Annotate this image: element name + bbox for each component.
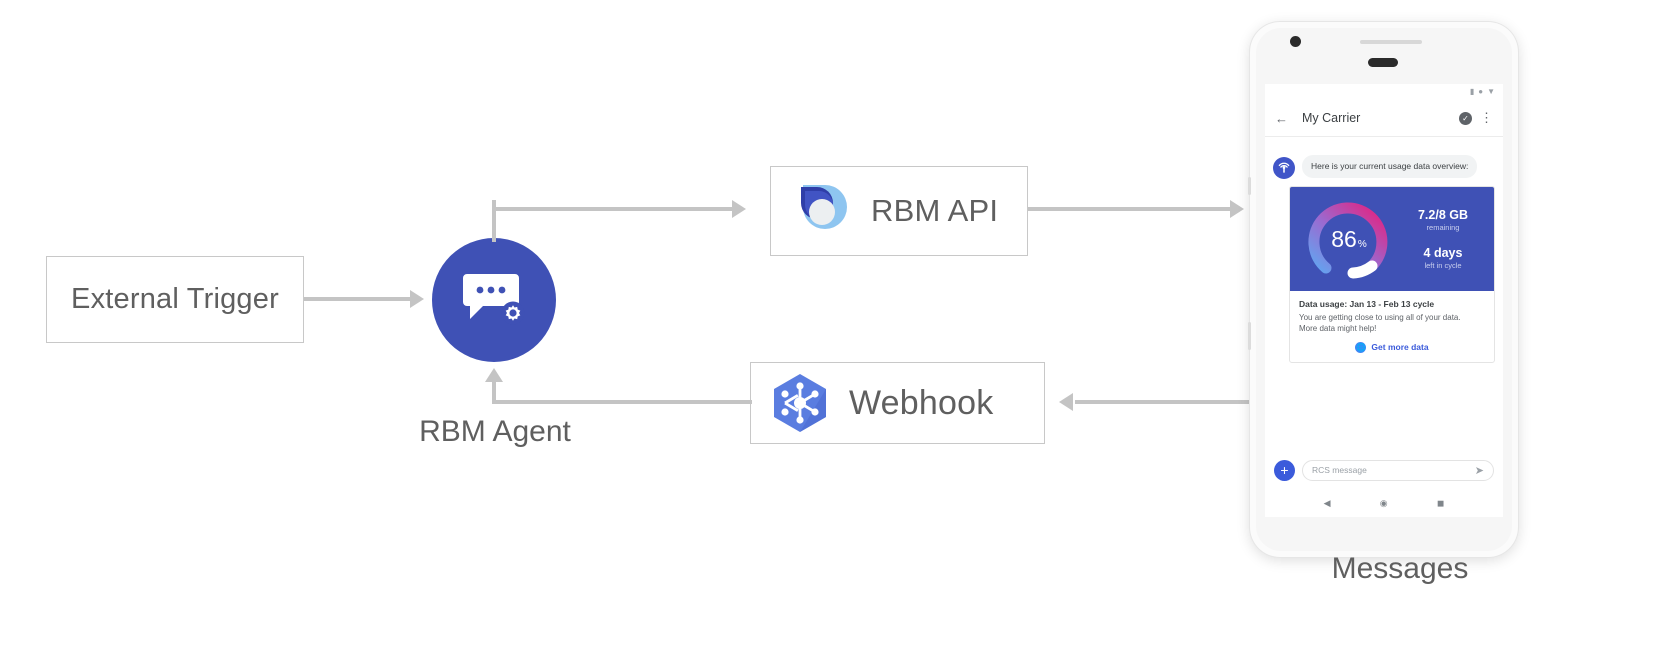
front-camera-icon (1290, 36, 1301, 47)
arrowhead-trigger-to-agent (410, 290, 424, 308)
card-description-line-1: You are getting close to using all of yo… (1299, 313, 1461, 322)
wifi-icon: ● (1478, 87, 1484, 96)
rbm-api-droplet-logo (797, 185, 847, 229)
cloud-functions-hexagon-icon (774, 374, 826, 432)
rbm-agent-label: RBM Agent (419, 415, 571, 448)
phone-button-power[interactable] (1248, 322, 1251, 350)
card-description: You are getting close to using all of yo… (1299, 312, 1485, 335)
phone-mockup: ▮ ● ▼ ← My Carrier ✓ ⋮ (1248, 22, 1518, 557)
plus-icon[interactable]: + (1274, 459, 1295, 481)
back-triangle-icon[interactable]: ◀ (1323, 497, 1331, 508)
card-body: Data usage: Jan 13 - Feb 13 cycle You ar… (1290, 291, 1494, 362)
message-composer: + RCS message ➤ (1265, 453, 1503, 487)
connector-webhook-to-agent (492, 400, 752, 404)
gauge-value-group: 86 % (1306, 196, 1392, 282)
arrowhead-agent-to-api (732, 200, 746, 218)
connector-phone-to-webhook (1075, 400, 1255, 404)
phone-button-volume[interactable] (1248, 177, 1251, 195)
gauge-percent-symbol: % (1357, 239, 1367, 250)
messages-label: Messages (1331, 552, 1469, 585)
app-bar: ← My Carrier ✓ ⋮ (1265, 100, 1503, 137)
conversation-title: My Carrier (1302, 111, 1361, 125)
card-title: Data usage: Jan 13 - Feb 13 cycle (1299, 299, 1435, 309)
connector-trigger-to-agent (304, 297, 410, 301)
usage-gauge: 86 % (1306, 196, 1392, 282)
gauge-percent-value: 86 (1331, 226, 1357, 252)
connector-agent-up (492, 200, 496, 242)
arrowhead-webhook-to-agent (485, 368, 503, 382)
node-rbm-api[interactable]: RBM API (770, 166, 1028, 256)
data-remaining-caption: remaining (1426, 222, 1460, 232)
node-webhook[interactable]: Webhook (750, 362, 1045, 444)
back-arrow-icon[interactable]: ← (1275, 110, 1288, 126)
connector-agent-to-api (492, 207, 732, 211)
card-hero-stats: 7.2/8 GB remaining 4 days left in cycle (1392, 208, 1494, 271)
incoming-message-row: Here is your current usage data overview… (1265, 155, 1503, 179)
arrowhead-phone-to-webhook (1059, 393, 1073, 411)
signal-icon: ▮ (1469, 87, 1475, 96)
arrowhead-api-to-phone (1230, 200, 1244, 218)
node-rbm-agent[interactable] (432, 238, 556, 362)
home-circle-icon[interactable]: ◉ (1379, 497, 1388, 508)
globe-icon: 🌐 (1355, 341, 1367, 353)
message-bubble-text: Here is your current usage data overview… (1302, 155, 1478, 179)
rcs-message-placeholder: RCS message (1312, 465, 1367, 475)
stat-spacer (1392, 233, 1494, 246)
connector-agent-return-up (492, 382, 496, 404)
days-left-caption: left in cycle (1424, 260, 1462, 270)
more-vert-icon[interactable]: ⋮ (1480, 110, 1493, 125)
data-remaining-value: 7.2/8 GB (1417, 207, 1469, 222)
message-thread: Here is your current usage data overview… (1265, 137, 1503, 507)
get-more-data-label: Get more data (1371, 342, 1429, 353)
external-trigger-label: External Trigger (71, 283, 279, 315)
connector-api-to-phone (1028, 207, 1240, 211)
status-bar: ▮ ● ▼ (1265, 84, 1503, 100)
webhook-label: Webhook (849, 383, 994, 422)
chat-bubble-gear-icon (463, 274, 525, 325)
phone-screen: ▮ ● ▼ ← My Carrier ✓ ⋮ (1265, 84, 1503, 517)
card-description-line-2: More data might help! (1299, 324, 1377, 334)
send-icon[interactable]: ➤ (1474, 464, 1484, 477)
rbm-api-label: RBM API (871, 193, 999, 228)
earpiece-speaker (1368, 58, 1398, 67)
verified-shield-icon: ✓ (1459, 111, 1472, 125)
carrier-signal-avatar-icon (1273, 157, 1295, 179)
battery-icon: ▼ (1487, 87, 1495, 96)
card-hero-image: 86 % 7.2/8 GB remaining 4 days left in c… (1290, 187, 1494, 291)
rcs-message-input[interactable]: RCS message ➤ (1302, 459, 1494, 481)
android-nav-bar: ◀ ◉ ◼ (1265, 489, 1503, 517)
rich-card[interactable]: 86 % 7.2/8 GB remaining 4 days left in c… (1289, 186, 1495, 363)
node-external-trigger[interactable]: External Trigger (46, 256, 304, 343)
recents-square-icon[interactable]: ◼ (1436, 497, 1445, 508)
get-more-data-button[interactable]: 🌐 Get more data (1299, 341, 1485, 353)
days-left-value: 4 days (1423, 245, 1463, 260)
sensor-strip (1360, 40, 1422, 44)
